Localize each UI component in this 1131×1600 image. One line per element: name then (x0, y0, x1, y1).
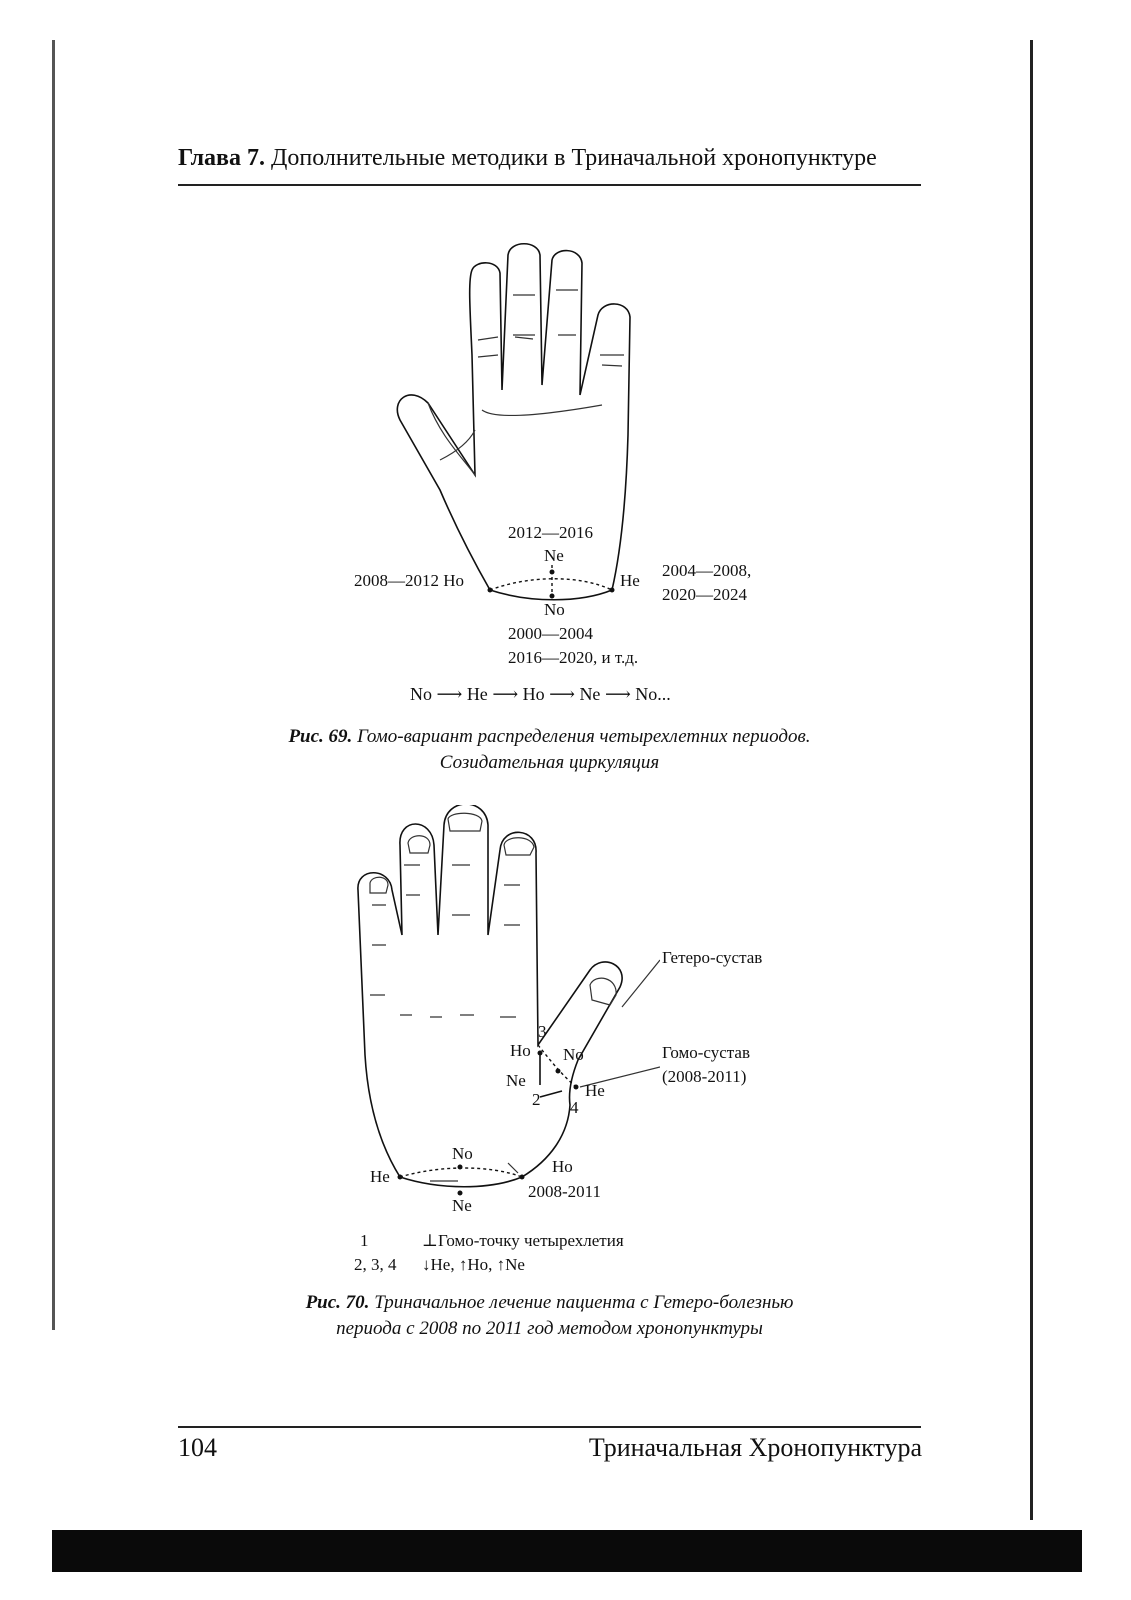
fig70-no-thumb: No (563, 1045, 584, 1064)
fig70-ne-thumb: Ne (506, 1071, 526, 1090)
arrow-right-icon: ⟶ (549, 684, 580, 704)
fig70-number-3: 3 (538, 1022, 547, 1041)
scan-edge-right (1030, 40, 1033, 1520)
fig69-right-point: He (620, 571, 640, 590)
fig70-years-wrist: 2008-2011 (528, 1182, 602, 1201)
fig70-ne-wrist: Ne (452, 1196, 472, 1215)
arrow-right-icon: ⟶ (492, 684, 523, 704)
fig70-he-thumb: He (585, 1081, 605, 1100)
fig70-legend-text-1: ⊥Гомо-точку четырехлетия (422, 1231, 624, 1250)
fig70-homo-joint-label-2: (2008-2011) (662, 1067, 747, 1086)
caption-line: Триначальное лечение пациента с Гетеро-б… (374, 1292, 794, 1313)
fig69-bottom-years-1: 2000—2004 (508, 624, 593, 643)
fig70-number-2: 2 (532, 1090, 541, 1109)
chapter-number: Глава 7. (178, 145, 265, 171)
chapter-title: Дополнительные методики в Триначальной х… (271, 145, 877, 171)
figure-70-hand-drawing (357, 805, 660, 1196)
caption-line: Гомо-вариант распределения четырехлетних… (357, 726, 811, 747)
fig69-sequence: No ⟶ He ⟶ Ho ⟶ Ne ⟶ No... (410, 684, 671, 705)
fig69-left-label: 2008—2012 Ho (354, 571, 465, 590)
fig69-right-years-1: 2004—2008, (662, 561, 752, 580)
caption-line: Созидательная циркуляция (439, 752, 660, 773)
fig69-top-point: Ne (544, 546, 564, 565)
sequence-item: Ho (522, 684, 545, 704)
fig70-legend-key-2: 2, 3, 4 (354, 1255, 397, 1274)
figure-69-hand-drawing (396, 242, 631, 601)
fig69-bottom-years-2: 2016—2020, и т.д. (508, 648, 639, 667)
fig70-homo-joint-label-1: Гомо-сустав (662, 1043, 751, 1062)
fig70-number-4: 4 (570, 1098, 579, 1117)
fig70-no-wrist: No (452, 1144, 473, 1163)
fig70-legend-key-1: 1 (360, 1231, 369, 1250)
caption-number: Рис. 70. (305, 1292, 370, 1313)
fig70-he-wrist: He (370, 1167, 390, 1186)
page-number: 104 (178, 1433, 217, 1462)
figure-69-caption: Рис. 69. Гомо-вариант распределения четы… (178, 724, 921, 776)
caption-number: Рис. 69. (288, 726, 353, 747)
arrow-right-icon: ⟶ (436, 684, 467, 704)
fig70-ho-thumb: Ho (510, 1041, 531, 1060)
fig70-hetero-joint-label: Гетеро-сустав (662, 948, 763, 967)
fig69-bottom-point: No (544, 600, 565, 619)
fig69-top-years: 2012—2016 (508, 523, 593, 542)
running-footer-title: Триначальная Хронопунктура (588, 1433, 922, 1462)
caption-line: периода с 2008 по 2011 год методом хроно… (336, 1318, 763, 1339)
scan-bottom-band (52, 1530, 1082, 1572)
sequence-item: No (410, 684, 432, 704)
fig70-ho-wrist: Ho (552, 1157, 573, 1176)
figure-70-caption: Рис. 70. Триначальное лечение пациента с… (178, 1290, 921, 1342)
sequence-item: Ne (579, 684, 601, 704)
scan-edge-left (52, 40, 55, 1330)
fig69-right-years-2: 2020—2024 (662, 585, 747, 604)
sequence-item: He (466, 684, 488, 704)
fig70-legend-text-2: ↓He, ↑Ho, ↑Ne (422, 1255, 525, 1274)
arrow-right-icon: ⟶ (604, 684, 636, 704)
running-header: Глава 7. Дополнительные методики в Трина… (178, 145, 877, 172)
sequence-item: No... (635, 684, 671, 704)
footer-rule (178, 1426, 921, 1428)
header-rule (178, 184, 921, 186)
